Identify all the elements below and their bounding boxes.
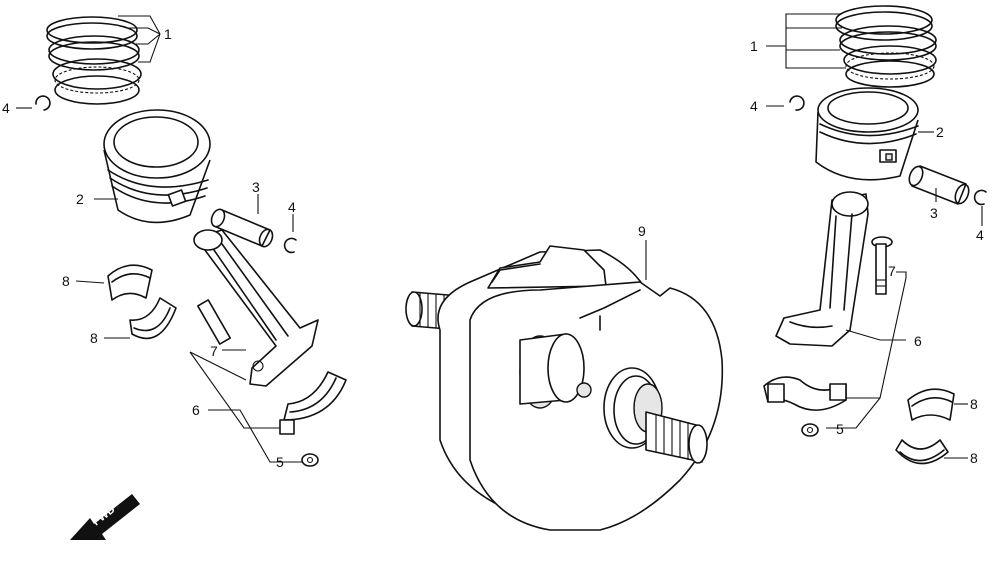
right-bearing-shell-lower xyxy=(895,439,949,465)
right-rod-cap xyxy=(763,376,847,411)
left-label-2: 2 xyxy=(76,191,84,207)
crankshaft xyxy=(405,245,724,531)
right-label-5: 5 xyxy=(836,421,844,437)
right-label-4a: 4 xyxy=(750,98,758,114)
left-callout-bracket xyxy=(189,349,304,463)
right-label-4b: 4 xyxy=(976,227,984,243)
left-rod-cap xyxy=(279,371,347,435)
right-clip-4-top xyxy=(766,95,805,111)
left-bearing-shell-lower xyxy=(129,297,177,340)
left-piston xyxy=(103,109,211,224)
right-label-3: 3 xyxy=(930,205,938,221)
left-label-6: 6 xyxy=(192,402,200,418)
fwd-direction-arrow: FWD xyxy=(70,494,140,540)
left-clip-4-top xyxy=(16,95,51,111)
right-label-8b: 8 xyxy=(970,450,978,466)
right-nut-5 xyxy=(801,423,819,437)
right-label-1: 1 xyxy=(750,38,758,54)
left-label-4a: 4 xyxy=(2,100,10,116)
left-bearing-shell-upper xyxy=(107,264,153,301)
left-label-1: 1 xyxy=(164,26,172,42)
right-rod-bolt xyxy=(871,236,893,295)
left-callout-1-leaders xyxy=(118,15,161,63)
left-label-8b: 8 xyxy=(90,330,98,346)
right-piston xyxy=(815,87,919,181)
crank-label-9: 9 xyxy=(638,223,646,239)
left-label-4b: 4 xyxy=(288,199,296,215)
right-bearing-shell-upper xyxy=(907,388,955,421)
left-piston-pin xyxy=(210,208,274,248)
right-piston-rings xyxy=(835,5,937,88)
right-callout-bracket xyxy=(826,277,907,429)
left-clip-4-side xyxy=(283,214,297,254)
right-clip-4-side xyxy=(973,189,987,226)
right-piston-pin xyxy=(908,165,970,205)
left-label-7: 7 xyxy=(210,343,218,359)
right-connecting-rod xyxy=(775,191,869,347)
right-label-8a: 8 xyxy=(970,396,978,412)
right-label-2: 2 xyxy=(936,124,944,140)
right-label-7: 7 xyxy=(888,263,896,279)
left-label-8a: 8 xyxy=(62,273,70,289)
right-label-6: 6 xyxy=(914,333,922,349)
left-label-5: 5 xyxy=(276,454,284,470)
left-nut-5 xyxy=(301,453,319,467)
right-callout-1-leaders xyxy=(766,13,846,69)
left-label-3: 3 xyxy=(252,179,260,195)
left-piston-rings xyxy=(46,16,142,105)
left-connecting-rod xyxy=(193,229,319,387)
